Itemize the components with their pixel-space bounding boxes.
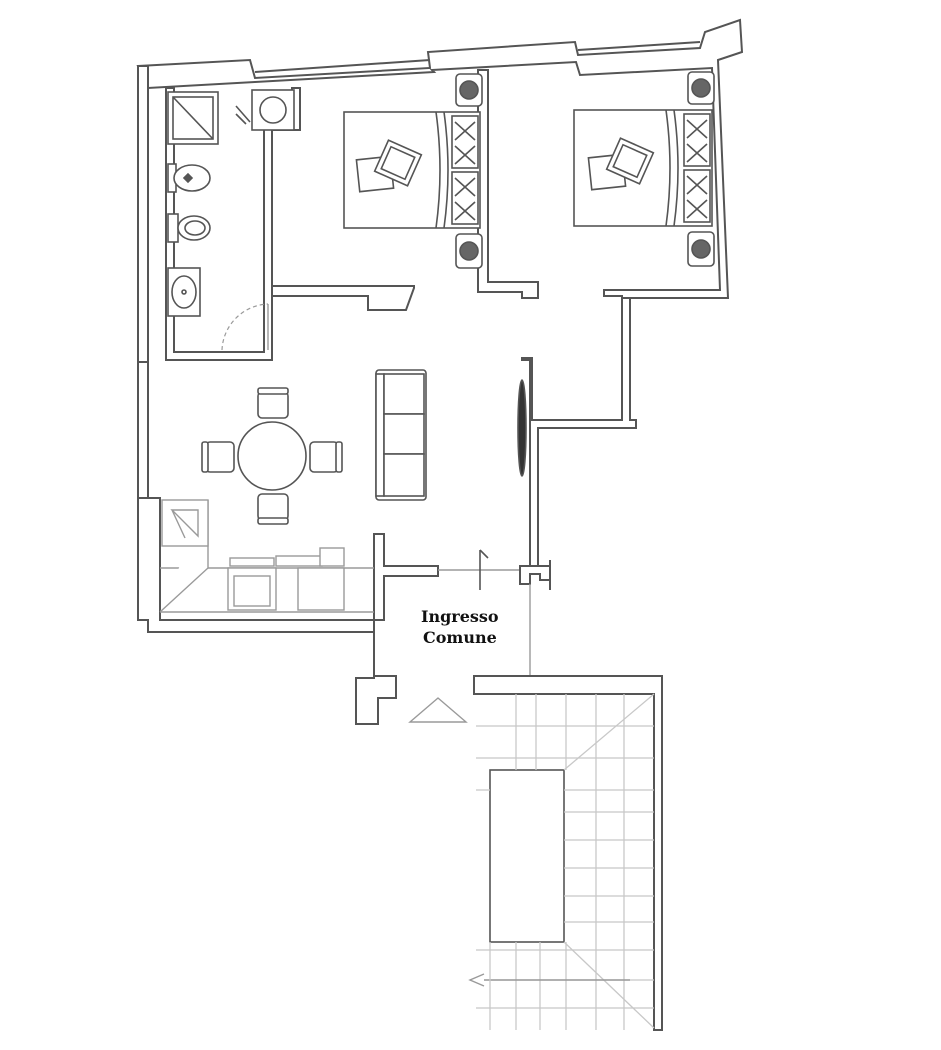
shower-tap-line-2: [235, 113, 247, 125]
left-window: [137, 361, 149, 499]
living-room: [201, 369, 527, 525]
bed-2-pillow-top: [683, 113, 711, 167]
bed-2-cushion-2-inner: [612, 143, 648, 179]
toilet-tank: [167, 213, 179, 243]
right-wall: [521, 297, 637, 567]
kitchen: [159, 499, 439, 621]
bed-1-lamp-bottom: [459, 241, 479, 261]
chair-bottom: [257, 493, 289, 525]
stair-diagonal: [563, 693, 655, 771]
tv-unit: [517, 379, 527, 477]
sofa-back: [375, 373, 385, 497]
bed-2-blanket-edge: [665, 109, 671, 227]
bed-2-lamp-top: [691, 78, 711, 98]
stair-diagonal: [563, 941, 655, 1029]
bathroom-right-wall: [165, 87, 301, 361]
kitchen-sink-inner: [233, 575, 271, 607]
entrance-arrow-triangle: [408, 697, 468, 723]
bed-1-pillow-pattern: [454, 121, 476, 221]
sofa-cushion-3: [383, 453, 425, 497]
bed-1-cushion-2-inner: [380, 145, 416, 181]
top-facade-wall: [136, 18, 744, 299]
entrance-label-line2: Comune: [423, 628, 497, 647]
bed-2-pillow-bottom: [683, 169, 711, 223]
toilet-seat: [184, 220, 206, 236]
bedrooms-partition: [477, 69, 539, 299]
bedroom-1: [271, 69, 539, 311]
kitchen-hob-detail: [170, 509, 199, 539]
top-window-line: [254, 59, 431, 73]
stair-wall: [473, 675, 663, 1031]
entrance-label-line1: Ingresso: [421, 607, 499, 626]
bedroom-1-lower-wall: [271, 285, 415, 311]
sofa-cushion-1: [383, 373, 425, 415]
bed-1-pillow-bottom: [451, 171, 479, 225]
kitchen-partition: [373, 533, 439, 621]
bed-2-pillow-pattern: [686, 119, 708, 219]
chair-top: [257, 387, 289, 419]
bidet-drain: [182, 172, 194, 184]
bed-1-blanket-edge: [435, 111, 441, 229]
bed-2-blanket-edge-2: [673, 109, 679, 227]
exterior-walls: [136, 18, 744, 725]
chair-right: [309, 441, 343, 473]
staircase: [468, 675, 663, 1031]
washing-machine-drum: [259, 96, 287, 124]
top-window-line-2: [577, 41, 701, 51]
bed-1-pillow-top: [451, 115, 479, 169]
stair-arrow-head: [468, 973, 485, 987]
kitchen-appliance: [297, 567, 345, 611]
bed-1-lamp-top: [459, 80, 479, 100]
stair-well: [489, 769, 565, 943]
bathroom: [165, 87, 301, 361]
dining-table: [237, 421, 307, 491]
kitchen-top-item-2: [319, 547, 345, 567]
bathroom-door-swing: [221, 303, 269, 351]
sofa-cushion-2: [383, 413, 425, 455]
shower-diagonal: [172, 96, 214, 140]
sink-drain: [181, 289, 187, 295]
entrance: Ingresso Comune: [408, 549, 551, 723]
left-wall-upper: [137, 65, 149, 363]
entrance-door-mark: [479, 549, 489, 559]
kitchen-top-item: [275, 555, 323, 567]
chair-left: [201, 441, 235, 473]
left-wall-lower: [137, 497, 397, 725]
entrance-jamb: [519, 565, 551, 585]
bedroom-2: [573, 71, 715, 267]
kitchen-top-item-3: [229, 557, 275, 567]
bed-2-lamp-bottom: [691, 239, 711, 259]
shower-tap-line: [235, 105, 251, 123]
bed-1-blanket-edge-2: [443, 111, 449, 229]
